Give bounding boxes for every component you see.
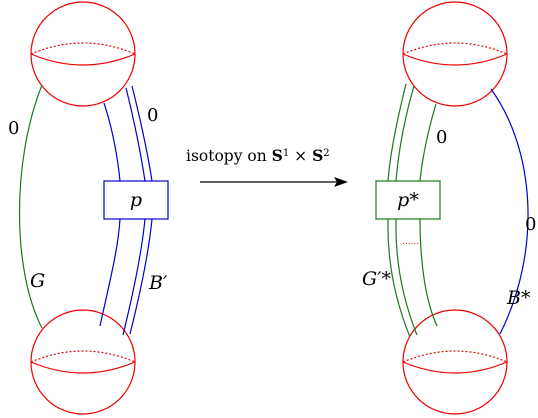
right-green-label: G′* [362, 268, 391, 290]
right-green-strands [387, 83, 438, 338]
right-green-framing: 0 [436, 127, 447, 148]
right-box-label: p* [397, 189, 419, 211]
right-blue-label: B* [506, 287, 531, 309]
right-top-sphere [402, 1, 508, 107]
isotopy-arrow [200, 177, 348, 187]
left-bottom-sphere [30, 309, 136, 415]
arrow-caption: isotopy on S1 × S2 [186, 146, 330, 165]
left-top-sphere [30, 1, 136, 107]
right-bottom-sphere [402, 309, 508, 415]
left-blue-strands [99, 85, 153, 336]
left-box [103, 180, 169, 220]
right-box [375, 180, 441, 220]
left-box-label: p [130, 189, 142, 211]
right-blue-strand [490, 88, 529, 335]
right-dots: ...... [402, 237, 419, 247]
left-blue-framing: 0 [147, 105, 158, 126]
left-green-framing: 0 [8, 118, 19, 139]
left-figure: p 0 0 G B′ [8, 1, 169, 415]
left-green-label: G [30, 270, 45, 292]
right-blue-framing: 0 [525, 214, 536, 235]
left-blue-label: B′ [148, 272, 168, 294]
left-green-strand [18, 84, 43, 329]
right-figure: p* ...... 0 0 G′* B* [362, 1, 536, 415]
